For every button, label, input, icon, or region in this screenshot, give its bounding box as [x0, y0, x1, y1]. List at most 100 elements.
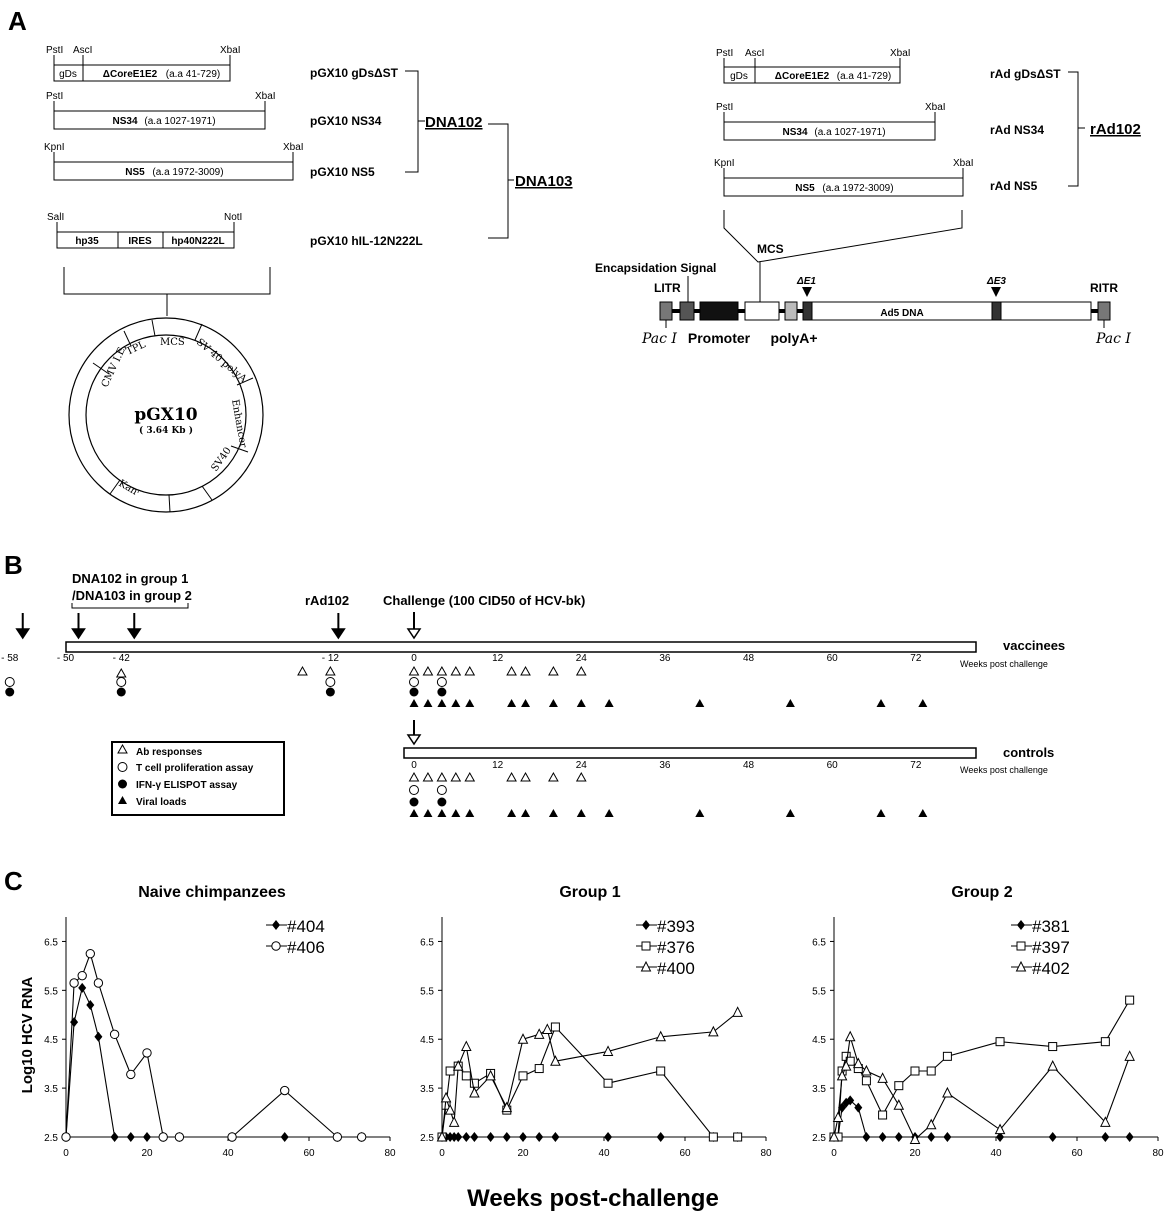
segment-aa-range: (a.a 1027-1971) — [814, 127, 885, 138]
segment-ns5: NS5 — [795, 183, 815, 194]
tcell-marker — [4, 677, 15, 687]
data-point — [470, 1132, 479, 1142]
y-tick-label: 4.5 — [812, 1035, 826, 1046]
x-axis-label: Weeks post-challenge — [467, 1185, 719, 1212]
segment-aa-range: (a.a 1972-3009) — [152, 167, 223, 178]
viral-marker — [465, 699, 475, 707]
plasmid-name: pGX10 — [134, 405, 197, 425]
legend-filled-triangle — [118, 796, 127, 804]
tick-label: 24 — [576, 760, 588, 771]
tick-label: 12 — [492, 653, 504, 664]
ab-marker — [450, 665, 462, 676]
y-tick-label: 6.5 — [420, 937, 434, 948]
series-393 — [438, 1132, 742, 1142]
tick-label: 36 — [659, 653, 671, 664]
ab-marker — [575, 771, 587, 782]
legend-label: #400 — [657, 959, 695, 978]
tick-label: - 12 — [322, 653, 340, 664]
ab-marker — [575, 665, 587, 676]
site-xbaI: XbaI — [890, 48, 911, 59]
data-point — [460, 1040, 472, 1052]
construct-rad-ns34: PstI XbaI NS34 (a.a 1027-1971) rAd NS34 — [716, 102, 1044, 141]
segment-hp40n222l: hp40N222L — [171, 236, 224, 247]
site-ascI: AscI — [745, 48, 764, 59]
data-point — [1124, 1050, 1135, 1061]
legend-filled-circle — [118, 779, 127, 789]
segment-ns5: NS5 — [125, 167, 145, 178]
data-point — [832, 1111, 844, 1122]
construct-pgx10-gds: PstI AscI XbaI gDs ΔCoreE1E2 (a.a 41-729… — [46, 45, 399, 82]
legend-label: #376 — [657, 938, 695, 957]
data-point — [469, 1078, 479, 1088]
tcell-marker — [116, 677, 127, 687]
segment-dcoree1e2: ΔCoreE1E2 — [103, 69, 158, 80]
legend-open-circle — [117, 762, 128, 772]
dna-label-2: /DNA103 in group 2 — [72, 588, 192, 603]
legend-label: #397 — [1032, 938, 1070, 957]
viral-marker — [918, 809, 928, 817]
site-notI: NotI — [224, 212, 242, 223]
challenge-label: Challenge (100 CID50 of HCV-bk) — [383, 593, 585, 608]
data-point — [158, 1132, 168, 1142]
panel-b-letter: B — [4, 550, 23, 580]
data-point — [877, 1072, 888, 1083]
bracket-dna102 — [405, 70, 514, 239]
data-point — [448, 1116, 460, 1127]
segment-ns34: NS34 — [782, 127, 807, 138]
y-tick-label: 2.5 — [420, 1133, 434, 1144]
ab-marker — [520, 771, 531, 782]
data-point — [1125, 1132, 1134, 1142]
data-point — [78, 982, 87, 993]
control-challenge-arrow — [406, 720, 422, 746]
legend-marker — [272, 920, 280, 930]
y-tick-label: 3.5 — [44, 1084, 58, 1095]
data-point — [519, 1132, 527, 1142]
de1-label: ΔE1 — [796, 276, 816, 287]
y-tick-label: 4.5 — [420, 1035, 434, 1046]
x-tick-label: 40 — [990, 1148, 1002, 1159]
tcell-marker — [409, 785, 419, 795]
viral-marker — [604, 809, 614, 817]
construct-label: rAd NS5 — [990, 179, 1038, 193]
ab-marker — [325, 665, 336, 676]
data-point — [1048, 1132, 1057, 1142]
series-404 — [62, 982, 366, 1142]
data-point — [462, 1132, 471, 1142]
vaccinees-label: vaccinees — [1003, 638, 1065, 653]
data-point — [86, 1000, 95, 1010]
site-xbaI: XbaI — [925, 102, 946, 113]
data-point — [602, 1045, 614, 1056]
site-kpnI: KpnI — [44, 142, 65, 153]
data-point — [910, 1066, 920, 1076]
elispot-marker — [437, 687, 447, 697]
polya-label: polyA+ — [770, 330, 817, 346]
series-line — [441, 1025, 738, 1138]
site-pstI: PstI — [716, 102, 733, 113]
tick-label: 60 — [827, 760, 839, 771]
data-point — [440, 1091, 452, 1103]
data-point — [485, 1069, 496, 1081]
tick-label: 72 — [910, 653, 922, 664]
chart-title: Group 2 — [951, 884, 1012, 901]
data-point — [996, 1132, 1005, 1142]
data-point — [894, 1081, 904, 1091]
segment-ns34: NS34 — [112, 116, 137, 127]
dna-arrow — [126, 628, 142, 640]
series-line — [65, 986, 362, 1138]
series-402 — [828, 1030, 1135, 1144]
legend-marker — [1017, 920, 1025, 930]
x-tick-label: 20 — [141, 1148, 153, 1159]
viral-marker — [695, 809, 705, 817]
plasmid-segment-mcs: MCS — [160, 337, 185, 348]
x-tick-label: 20 — [517, 1148, 529, 1159]
y-tick-label: 5.5 — [44, 986, 58, 997]
data-point — [942, 1051, 952, 1061]
vaccinee-event-markers — [4, 665, 928, 707]
viral-marker — [918, 699, 928, 707]
data-point — [994, 1123, 1006, 1135]
litr-label: LITR — [654, 281, 681, 295]
data-point — [70, 1017, 79, 1028]
site-xbaI: XbaI — [220, 45, 241, 56]
data-point — [541, 1023, 553, 1034]
